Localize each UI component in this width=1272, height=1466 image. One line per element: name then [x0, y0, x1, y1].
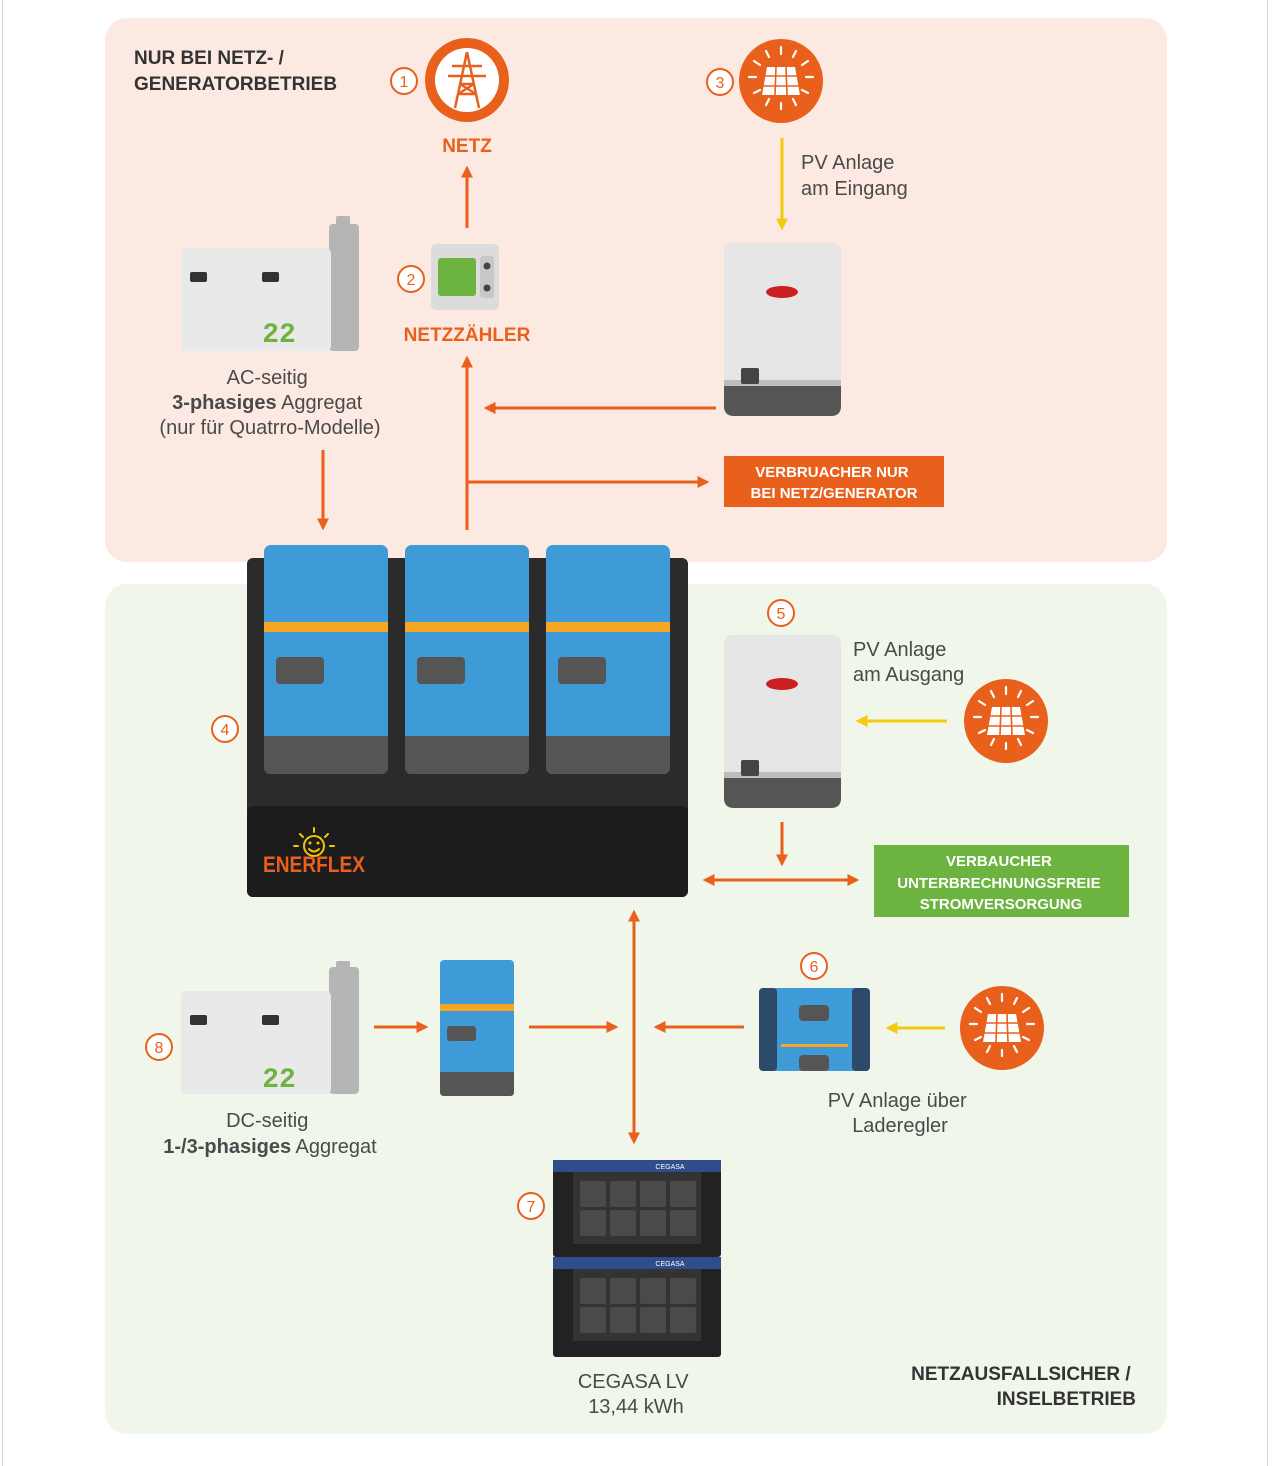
charge-controller-pv-label: PV Anlage über Laderegler	[828, 1090, 973, 1137]
svg-text:7: 7	[527, 1199, 536, 1216]
grid-zone	[105, 18, 1167, 562]
ac-generator-display: 22	[262, 320, 296, 351]
inverter-system: ENERFLEX	[247, 545, 688, 897]
enerflex-logo: ENERFLEX	[263, 827, 365, 877]
marker-8: 8	[145, 1033, 173, 1061]
battery-label: CEGASA LV 13,44 kWh	[578, 1371, 694, 1418]
inverter-module-2	[405, 545, 529, 774]
dc-generator-label: DC-seitig 1-/3-phasiges Aggregat	[163, 1110, 377, 1158]
solar-panel-sun-icon	[737, 37, 825, 125]
grid-loads-callout: VERBRUACHER NUR BEI NETZ/GENERATOR	[724, 456, 944, 507]
pv-inverter-upper	[724, 243, 841, 416]
pv-input-label: PV Anlage am Eingang	[801, 152, 908, 200]
svg-text:2: 2	[407, 272, 416, 289]
grid-label: NETZ	[442, 136, 492, 157]
battery-module-top: CEGASA	[553, 1160, 721, 1257]
svg-text:3: 3	[716, 75, 725, 92]
solar-panel-sun-icon	[958, 984, 1046, 1072]
battery-module-bottom: CEGASA	[553, 1257, 721, 1357]
pv-output-label: PV Anlage am Ausgang	[853, 639, 964, 686]
svg-text:1: 1	[400, 74, 409, 91]
marker-1: 1	[390, 67, 418, 95]
ac-generator-label: AC-seitig 3-phasiges Aggregat (nur für Q…	[159, 367, 380, 439]
marker-7: 7	[517, 1192, 545, 1220]
marker-3: 3	[706, 68, 734, 96]
svg-text:VERBAUCHER UNTERBRECHNUN: VERBAUCHER UNTERBRECHNUNGSFREIE STROMVER…	[897, 853, 1105, 913]
mppt-charge-controller	[759, 988, 870, 1071]
marker-2: 2	[397, 265, 425, 293]
enerflex-brand: ENERFLEX	[263, 852, 365, 877]
svg-text:6: 6	[810, 959, 819, 976]
svg-text:VERBRUACHER NUR BEI NETZ: VERBRUACHER NUR BEI NETZ/GENERATOR	[751, 464, 918, 502]
dc-generator: 22	[181, 961, 359, 1096]
ac-generator: 22	[181, 216, 359, 351]
ups-loads-callout: VERBAUCHER UNTERBRECHNUNGSFREIE STROMVER…	[874, 845, 1129, 917]
battery-rack: CEGASA CEGASA	[553, 1160, 721, 1357]
meter-label: NETZZÄHLER	[404, 325, 531, 346]
marker-6: 6	[800, 952, 828, 980]
marker-4: 4	[211, 715, 239, 743]
energy-meter-icon	[431, 244, 499, 310]
solar-panel-sun-icon	[962, 677, 1050, 765]
island-zone-title: NETZAUSFALLSICHER / INSELBETRIEB	[911, 1364, 1136, 1410]
svg-text:8: 8	[155, 1040, 164, 1057]
battery-brand-bottom: CEGASA	[655, 1261, 685, 1268]
pv-inverter-lower	[724, 635, 841, 808]
svg-text:4: 4	[221, 722, 230, 739]
svg-text:5: 5	[777, 606, 786, 623]
power-pylon-icon	[425, 38, 509, 122]
inverter-module-1	[264, 545, 388, 774]
dc-generator-display: 22	[262, 1065, 296, 1096]
grid-zone-title: NUR BEI NETZ- / GENERATORBETRIEB	[134, 48, 337, 95]
dc-charger	[440, 960, 514, 1096]
marker-5: 5	[767, 599, 795, 627]
battery-brand-top: CEGASA	[655, 1164, 685, 1171]
inverter-module-3	[546, 545, 670, 774]
